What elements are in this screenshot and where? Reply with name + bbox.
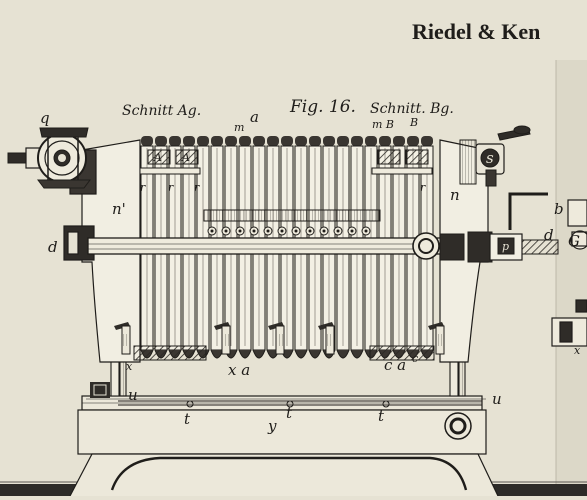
label-a: a bbox=[250, 108, 259, 126]
label-r4: r bbox=[420, 181, 426, 194]
label-A2: A bbox=[181, 151, 190, 164]
bolt-head bbox=[263, 226, 273, 236]
label-r2: r bbox=[168, 181, 174, 194]
label-n: n bbox=[450, 186, 460, 204]
cross-bars bbox=[139, 167, 433, 222]
valve-assembly-top-right bbox=[475, 125, 531, 187]
handwheel-assembly bbox=[7, 127, 91, 189]
label-r1: r bbox=[140, 181, 146, 194]
drain-nut bbox=[444, 412, 472, 440]
plate-feet-hatch bbox=[133, 345, 435, 361]
bolt-head bbox=[249, 226, 259, 236]
header-text: Riedel & Ken bbox=[412, 19, 540, 44]
base-foot-left bbox=[90, 382, 110, 398]
partial-gear-right bbox=[567, 199, 587, 250]
bolt-head bbox=[277, 226, 287, 236]
tap-cock bbox=[268, 322, 285, 355]
tap-cock bbox=[428, 322, 445, 355]
label-B: B bbox=[409, 116, 418, 129]
label-d-left: d bbox=[48, 238, 58, 256]
caption-right: Schnitt. Bg. bbox=[370, 101, 454, 117]
label-mB: m B bbox=[372, 118, 394, 131]
label-t1: t bbox=[184, 410, 191, 428]
bolt-head bbox=[319, 226, 329, 236]
label-G: G bbox=[568, 232, 580, 250]
drive-spindle-right bbox=[467, 192, 559, 263]
figure-title: Fig. 16. bbox=[289, 97, 356, 117]
label-t2: t bbox=[286, 404, 293, 422]
label-x-right: x bbox=[574, 344, 581, 357]
label-b: b bbox=[554, 200, 564, 218]
bolt-head bbox=[221, 226, 231, 236]
label-q: q bbox=[40, 109, 50, 127]
label-xa: x a bbox=[228, 361, 250, 379]
drain-channel bbox=[118, 400, 482, 408]
label-n-prime: n' bbox=[112, 200, 126, 218]
tap-cock bbox=[114, 322, 131, 355]
label-u-right: u bbox=[492, 390, 502, 408]
label-t3: t bbox=[378, 407, 385, 425]
label-c-sup: c bbox=[412, 352, 418, 365]
bolt-head bbox=[207, 226, 217, 236]
caption-left: Schnitt Ag. bbox=[122, 103, 201, 119]
bolt-row bbox=[207, 226, 371, 236]
bolt-head bbox=[333, 226, 343, 236]
label-y: y bbox=[267, 417, 277, 435]
partial-valve-lower-right bbox=[551, 299, 587, 347]
tap-cock bbox=[318, 322, 335, 355]
section-blocks bbox=[147, 149, 429, 165]
main-spindle bbox=[87, 232, 465, 261]
label-x-left: x bbox=[126, 360, 133, 373]
tap-cock bbox=[214, 322, 231, 355]
base-frame bbox=[69, 395, 499, 497]
bolt-head bbox=[347, 226, 357, 236]
label-p: p bbox=[502, 240, 509, 253]
bolt-head bbox=[361, 226, 371, 236]
label-d-right: d bbox=[544, 226, 554, 244]
outlet-taps bbox=[114, 322, 445, 355]
figure-labels: Schnitt Ag. Fig. 16. Schnitt. Bg. q m a … bbox=[40, 97, 581, 435]
label-u-left: u bbox=[128, 386, 138, 404]
label-A1: A bbox=[153, 151, 162, 164]
bolt-head bbox=[291, 226, 301, 236]
label-m: m bbox=[234, 121, 244, 134]
label-s: s bbox=[486, 149, 494, 167]
label-r3: r bbox=[194, 181, 200, 194]
label-ca: c a bbox=[384, 356, 406, 374]
bolt-head bbox=[305, 226, 315, 236]
bolt-head bbox=[235, 226, 245, 236]
page-edge-right bbox=[556, 60, 587, 496]
